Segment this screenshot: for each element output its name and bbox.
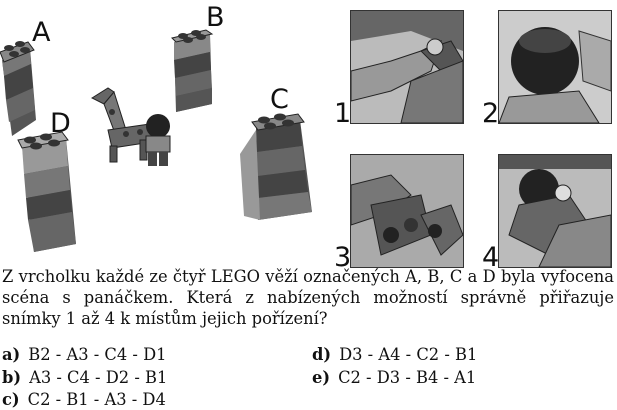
- tower-label-a: A: [32, 17, 51, 48]
- option-text: B2 - A3 - C4 - D1: [28, 345, 167, 364]
- tower-label-c: C: [270, 84, 289, 115]
- photo-1: [350, 10, 464, 124]
- question-text: Z vrcholku každé ze čtyř LEGO věží označ…: [2, 267, 614, 328]
- option-d[interactable]: d) D3 - A4 - C2 - B1: [312, 345, 477, 365]
- option-text: C2 - D3 - B4 - A1: [338, 368, 477, 387]
- tower-label-b: B: [206, 2, 225, 33]
- option-c[interactable]: c) C2 - B1 - A3 - D4: [2, 390, 166, 410]
- tower-label-d: D: [50, 108, 71, 139]
- photo-number-3: 3: [334, 242, 352, 273]
- option-a[interactable]: a) B2 - A3 - C4 - D1: [2, 345, 167, 365]
- option-text: A3 - C4 - D2 - B1: [29, 368, 168, 387]
- option-b[interactable]: b) A3 - C4 - D2 - B1: [2, 368, 167, 388]
- photo-2: [498, 10, 612, 124]
- minifigure: [145, 114, 171, 166]
- option-e[interactable]: e) C2 - D3 - B4 - A1: [312, 368, 476, 388]
- option-text: D3 - A4 - C2 - B1: [339, 345, 478, 364]
- tower-c: [240, 113, 312, 220]
- option-letter: d): [312, 345, 332, 364]
- option-letter: b): [2, 368, 22, 387]
- option-text: C2 - B1 - A3 - D4: [27, 390, 166, 409]
- tower-a: [0, 41, 36, 136]
- giraffe-figure: [90, 87, 153, 163]
- photo-3: [350, 154, 464, 268]
- option-letter: e): [312, 368, 331, 387]
- lego-scene-illustration: [0, 29, 312, 252]
- tower-b: [171, 29, 214, 112]
- option-letter: c): [2, 390, 20, 409]
- photo-number-4: 4: [482, 242, 500, 273]
- photo-number-1: 1: [334, 98, 352, 129]
- photo-number-2: 2: [482, 98, 500, 129]
- photo-4: [498, 154, 612, 268]
- option-letter: a): [2, 345, 21, 364]
- tower-d: [17, 131, 76, 252]
